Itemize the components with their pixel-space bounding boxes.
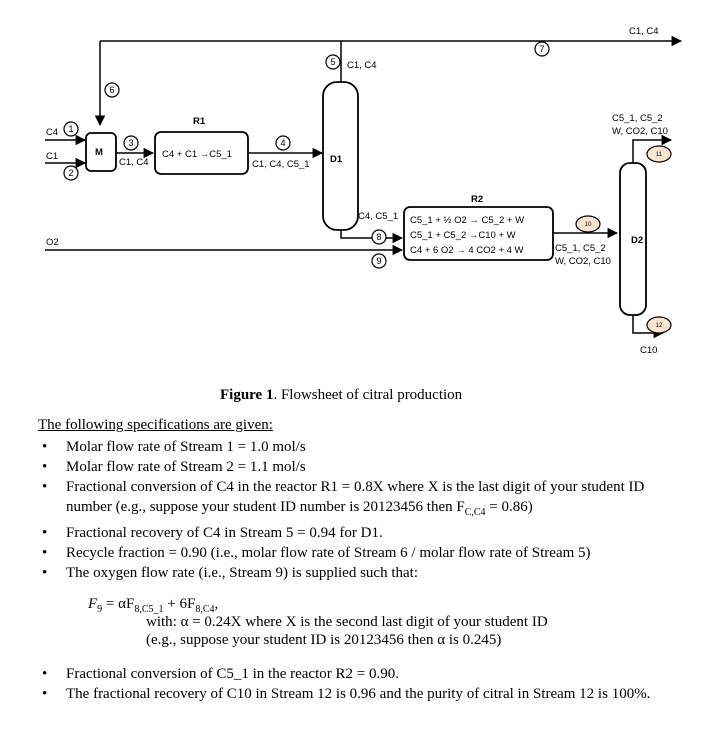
stream-8-number: 8: [376, 232, 381, 242]
spec-text: Molar flow rate of Stream 2 = 1.1 mol/s: [66, 459, 306, 475]
spec-subscript: C,C4: [464, 507, 486, 518]
spec-text: Fractional conversion of C4 in the react…: [66, 479, 645, 515]
r1-label: R1: [193, 116, 206, 127]
s3-composition: C1, C4: [119, 157, 149, 168]
bullet: •: [42, 666, 48, 682]
list-item: • Fractional conversion of C5_1 in the re…: [38, 664, 678, 684]
stream-3-number: 3: [128, 138, 133, 148]
spec-text: Fractional recovery of C4 in Stream 5 = …: [66, 525, 383, 541]
stream-3-marker: [123, 135, 139, 151]
stream-11-line: [632, 134, 673, 163]
stream-5-marker: [325, 54, 341, 70]
stream-10-number: 10: [585, 222, 592, 228]
list-item: • The oxygen flow rate (i.e., Stream 9) i…: [38, 563, 678, 583]
eq-mid: = αF: [102, 596, 135, 612]
eq-note-1: with: α = 0.24X where X is the second la…: [146, 614, 548, 630]
r1-reaction: C4 + C1 →C5_1: [162, 149, 232, 160]
bullet: •: [42, 686, 48, 702]
mixer-label: M: [95, 147, 103, 158]
figure-caption: Figure 1. Flowsheet of citral production: [220, 386, 462, 404]
list-item: • Fractional conversion of C4 in the reac…: [38, 477, 678, 523]
stream-6-marker: [104, 82, 120, 98]
stream-10-marker: [575, 215, 601, 233]
d2-column: [619, 162, 647, 316]
list-item: • Molar flow rate of Stream 2 = 1.1 mol/s: [38, 457, 678, 477]
stream-8-marker: [371, 229, 387, 245]
stream-5-number: 5: [330, 57, 335, 67]
list-item: • Fractional recovery of C4 in Stream 5 =…: [38, 523, 678, 543]
oxygen-equation: F9 = αF8,C5_1 + 6F8,C4,: [88, 596, 218, 615]
spec-list: • Molar flow rate of Stream 1 = 1.0 mol/s…: [38, 437, 678, 583]
stream-2-number: 2: [68, 168, 73, 178]
stream-11-number: 11: [656, 152, 663, 158]
bullet: •: [42, 565, 48, 581]
eq-note-2: (e.g., suppose your student ID is 201234…: [146, 632, 502, 648]
list-item: • The fractional recovery of C10 in Strea…: [38, 684, 678, 704]
stream-4-marker: [275, 135, 291, 151]
eq-lhs: F: [88, 596, 98, 612]
r1-box: [154, 131, 249, 175]
stream-11-marker: [646, 145, 672, 163]
mixer-box: [85, 132, 117, 172]
stream-1-number: 1: [68, 124, 73, 134]
stream-7-number: 7: [539, 44, 544, 54]
bullet: •: [42, 459, 48, 475]
figure-label: Figure 1: [220, 387, 274, 403]
stream-1-marker: [63, 121, 79, 137]
spec-text: The fractional recovery of C10 in Stream…: [66, 686, 651, 702]
spec-heading: The following specifications are given:: [38, 417, 273, 433]
feed-c4-label: C4: [46, 127, 58, 138]
stream-12-line: [632, 315, 665, 339]
s11-composition-2: W, CO2, C10: [612, 126, 668, 137]
d1-column: [322, 81, 359, 231]
s11-composition-1: C5_1, C5_2: [612, 113, 663, 124]
r2-reaction-3: C4 + 6 O2 → 4 CO2 + 4 W: [410, 245, 524, 256]
feed-c1-label: C1: [46, 151, 58, 162]
d2-label: D2: [631, 235, 643, 246]
s4-composition: C1, C4, C5_1: [252, 159, 310, 170]
eq-sub: 8,C5_1: [134, 604, 164, 615]
s7-composition: C1, C4: [629, 26, 659, 37]
list-item: • Molar flow rate of Stream 1 = 1.0 mol/s: [38, 437, 678, 457]
spec-text: The oxygen flow rate (i.e., Stream 9) is…: [66, 565, 418, 581]
stream-2-marker: [63, 165, 79, 181]
stream-12-number: 12: [656, 323, 663, 329]
bullet: •: [42, 479, 48, 495]
s8-composition: C4, C5_1: [358, 211, 398, 222]
spec-list-2: • Fractional conversion of C5_1 in the re…: [38, 664, 678, 704]
stream-9-marker: [371, 253, 387, 269]
spec-text: Molar flow rate of Stream 1 = 1.0 mol/s: [66, 439, 306, 455]
s10-composition-1: C5_1, C5_2: [555, 243, 606, 254]
stream-4-number: 4: [280, 138, 285, 148]
eq-plus: + 6F: [163, 596, 196, 612]
stream-6-number: 6: [109, 85, 114, 95]
spec-text: Recycle fraction = 0.90 (i.e., molar flo…: [66, 545, 591, 561]
r2-reaction-1: C5_1 + ½ O2 → C5_2 + W: [410, 215, 524, 226]
bullet: •: [42, 525, 48, 541]
bullet: •: [42, 439, 48, 455]
r2-label: R2: [471, 194, 483, 205]
list-item: • Recycle fraction = 0.90 (i.e., molar fl…: [38, 543, 678, 563]
flowsheet-diagram: 1 2 3 4 5 6 7 8 9 10 11 12 C4 C1 O2 M C1…: [45, 26, 683, 356]
r2-reaction-2: C5_1 + C5_2 →C10 + W: [410, 230, 516, 241]
d1-label: D1: [330, 154, 343, 165]
eq-sub: 9: [97, 604, 103, 615]
s5-composition: C1, C4: [347, 60, 377, 71]
r2-box: [403, 206, 554, 261]
eq-end: ,: [214, 596, 219, 612]
spec-text-tail: = 0.86): [485, 499, 533, 515]
figure-caption-text: . Flowsheet of citral production: [273, 387, 463, 403]
stream-9-number: 9: [376, 256, 381, 266]
stream-12-marker: [646, 316, 672, 334]
spec-text: Fractional conversion of C5_1 in the rea…: [66, 666, 399, 682]
bullet: •: [42, 545, 48, 561]
s12-composition: C10: [640, 345, 657, 356]
stream-7-marker: [534, 41, 550, 57]
o2-label: O2: [46, 237, 59, 248]
eq-sub: 8,C4: [195, 604, 215, 615]
s10-composition-2: W, CO2, C10: [555, 256, 611, 267]
